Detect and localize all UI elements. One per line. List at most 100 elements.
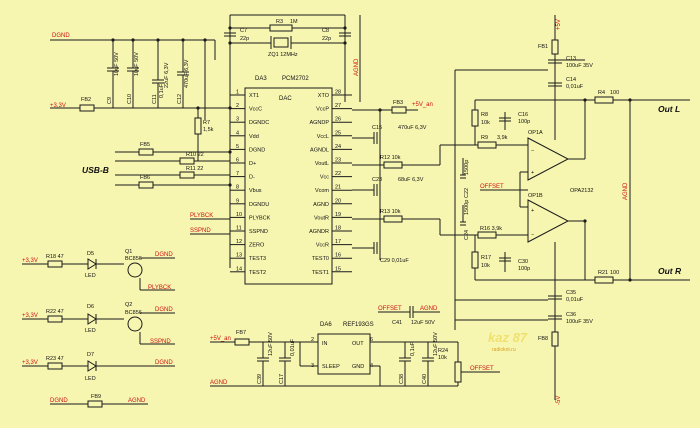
fb8-ref: FB8 (538, 336, 548, 342)
net-label-agnd-fb9: AGND (128, 398, 146, 404)
c16-value: 100p (518, 119, 530, 125)
net-label-agnd-out: AGND (623, 182, 629, 200)
fb6-bead (138, 181, 154, 189)
r3-ref: R3 (276, 19, 283, 25)
net-label-sspnd-left: SSPND (190, 228, 211, 234)
q2-ref: Q2 (125, 302, 132, 308)
net-label-agnd-xtal: AGND (354, 58, 360, 76)
net-label-p33v-led2: +3,3V (22, 313, 38, 319)
c17-ref: C17 (279, 374, 285, 384)
da6-reference: +5V_an FB7 DA6 REF193GS 2 IN 6 OUT 3 SLE… (210, 306, 500, 387)
r8-resistor (471, 109, 479, 127)
r23-resistor (47, 362, 63, 370)
c40-value: 12uF 50V (433, 332, 439, 356)
da3-pin-name: VoutR (314, 215, 329, 221)
p33v-input: +3,3V FB2 (50, 97, 113, 112)
da3-pin-name: VccR (316, 243, 329, 249)
da3-pin-number: 7 (236, 171, 239, 177)
net-label-p33v-top: +3,3V (50, 103, 66, 109)
fb1-bead (551, 39, 559, 55)
c14-ref: C14 (566, 77, 576, 83)
d7-type: LED (85, 376, 96, 382)
c36-ref: C36 (566, 312, 576, 318)
r8-value: 10k (481, 120, 490, 126)
r21-ref: R21 (598, 270, 608, 276)
da3-pin-name: VoutL (315, 161, 329, 167)
r21-value: 100 (610, 270, 619, 276)
da6-pin-in: IN (322, 341, 328, 347)
op1a-minus: − (531, 148, 534, 154)
da3-pin-name: VccC (249, 107, 262, 113)
r23-ref: R23 47 (46, 356, 64, 362)
da6-pin2-num: 2 (311, 337, 314, 343)
da3-pin-name: AGNDR (309, 229, 329, 235)
da3-pin-number: 14 (236, 266, 242, 272)
da3-pin-name: VccP (316, 107, 329, 113)
r9-ref: R9 (481, 135, 488, 141)
net-label-p33v-led1: +3,3V (22, 258, 38, 264)
net-label-m5v: -5V (556, 396, 562, 405)
op1-part: OPA2132 (570, 188, 593, 194)
c40-ref: C40 (422, 374, 428, 384)
net-label-dgnd-fb9: DGND (50, 398, 68, 404)
c13-value: 100uF 35V (566, 63, 593, 69)
net-label-offset-mid: OFFSET (480, 184, 504, 190)
c14-value: 0,01uF (566, 84, 584, 90)
d6-type: LED (85, 328, 96, 334)
net-label-p33v-led3: +3,3V (22, 360, 38, 366)
r3-resistor (269, 24, 293, 32)
fb3-bead (391, 106, 407, 114)
r10-ref: R10 22 (186, 152, 204, 158)
op1b-plus: + (531, 208, 534, 214)
da3-pin-number: 17 (335, 239, 341, 245)
op1a-plus: + (531, 170, 534, 176)
r11-resistor (179, 171, 195, 179)
r17-resistor (471, 251, 479, 269)
c29-label: C29 0,01uF (380, 258, 409, 264)
c41-value: 12uF 50V (411, 320, 435, 326)
da3-pin-name: DGNDC (249, 120, 269, 126)
c35-value: 0,01uF (566, 297, 584, 303)
da3-pin-number: 26 (335, 117, 341, 123)
q2-part: BC856 (125, 310, 142, 316)
da3-pin-number: 4 (236, 130, 239, 136)
c7-value: 22p (240, 36, 249, 42)
fb5-bead (138, 148, 154, 156)
r18-ref: R18 47 (46, 254, 64, 260)
r3-value: 1M (290, 19, 298, 25)
da3-left-wiring: R7 1,5k FB5 R10 22 R11 22 USB-B FB6 PLYB… (82, 95, 232, 268)
r7-value: 1,5k (203, 127, 214, 133)
d6-led-icon (87, 313, 97, 325)
net-label-dgnd-q2: DGND (155, 307, 173, 313)
r7-ref: R7 (203, 120, 210, 126)
q1-ref: Q1 (125, 249, 132, 255)
da3-pin-name: SSPND (249, 229, 268, 235)
r12-ref: R12 10k (380, 155, 401, 161)
r11-ref: R11 22 (186, 166, 203, 172)
r13-resistor (383, 215, 403, 223)
watermark: kaz 87 radiokot.ru (488, 330, 528, 353)
opamp-section: +5V FB1 C13 100uF 35V C14 0,01uF R8 10k … (439, 15, 690, 405)
da3-pin-name: AGND (313, 202, 329, 208)
net-label-p5v-an-top: +5V_an (412, 102, 433, 108)
da3-left-pins: 1XT12VccC3DGNDC4Vdd5DGND6D+7D-8Vbus9DGND… (230, 90, 271, 276)
da3-pin-number: 28 (335, 90, 341, 96)
da6-pin-gnd: GND (352, 364, 364, 370)
da3-pin-number: 6 (236, 158, 239, 164)
r22-ref: R22 47 (46, 309, 64, 315)
fb2-ref: FB2 (81, 97, 91, 103)
da3-pin-name: TEST3 (249, 256, 266, 262)
c12-ref: C12 (177, 94, 183, 104)
r17-value: 10k (481, 263, 490, 269)
op1b-ref: OP1B (528, 193, 543, 199)
c36-value: 100uF 35V (566, 319, 593, 325)
da3-pin-number: 16 (335, 253, 341, 259)
da3-logo: DAC (279, 96, 292, 102)
da6-ref: DA6 (320, 322, 332, 328)
da3-pin-number: 11 (236, 226, 242, 232)
da6-pin6-num: 6 (370, 337, 373, 343)
net-label-sspnd-q2: SSPND (150, 339, 171, 345)
c13-ref: C13 (566, 56, 576, 62)
da6-part: REF193GS (343, 322, 374, 328)
